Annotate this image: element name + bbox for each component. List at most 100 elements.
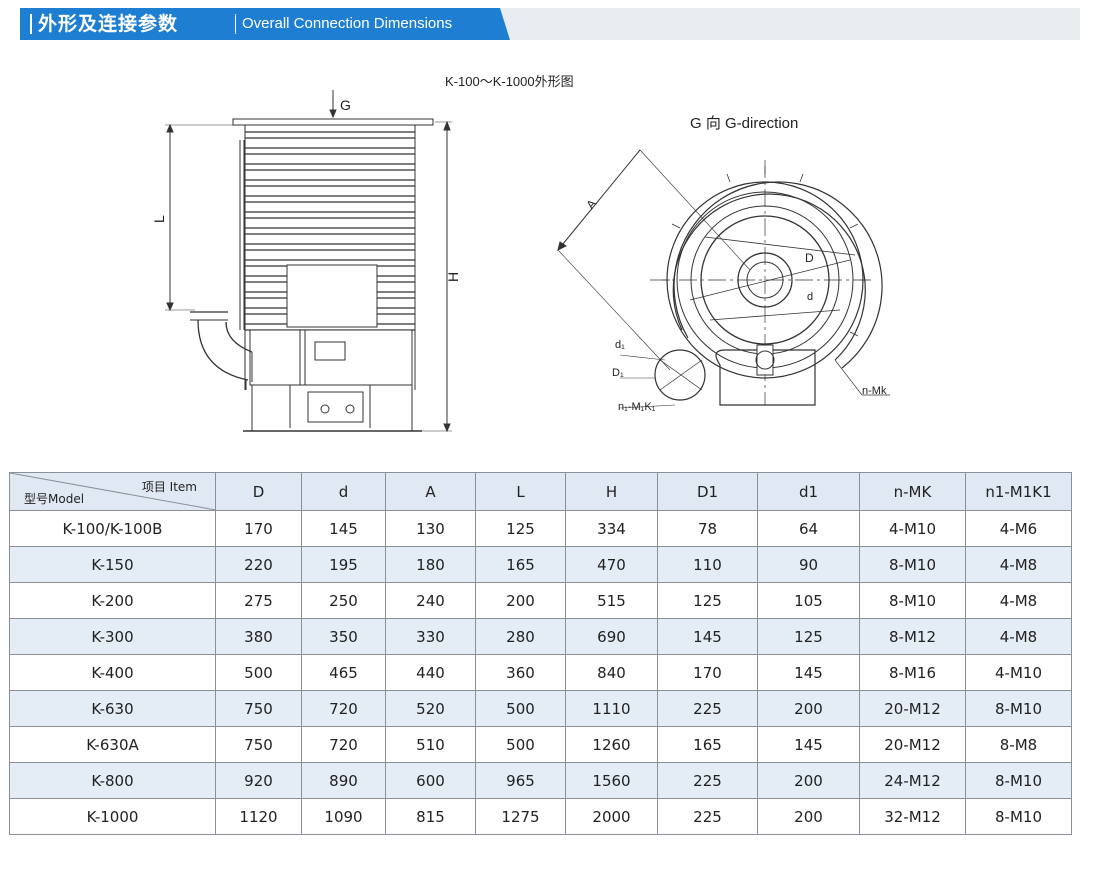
side-view-h-label: H — [445, 272, 461, 282]
table-cell: 200 — [475, 582, 566, 619]
corner-diagonal — [10, 473, 216, 510]
table-cell: 180 — [385, 546, 476, 583]
table-cell: 500 — [475, 726, 566, 763]
table-corner-cell: 项目 Item 型号Model — [9, 472, 216, 511]
table-cell: 600 — [385, 762, 476, 799]
column-header: D — [215, 472, 302, 511]
model-cell: K-300 — [9, 618, 216, 655]
column-header: H — [565, 472, 658, 511]
table-row: K-150 220 195 180 165 470 110 90 8-M10 4… — [9, 546, 1072, 583]
table-header-row: 项目 Item 型号Model D d A L H D1 d1 n-MK n1-… — [9, 472, 1072, 511]
table-cell: 500 — [475, 690, 566, 727]
table-cell: 145 — [657, 618, 758, 655]
side-view-l-label: L — [151, 215, 167, 223]
table-cell: 890 — [301, 762, 386, 799]
outline-drawing: K-100～K-1000外形图 — [150, 60, 950, 460]
side-view-g-label: G — [340, 97, 351, 113]
table-cell: 750 — [215, 726, 302, 763]
table-cell: 64 — [757, 510, 860, 547]
table-cell: 195 — [301, 546, 386, 583]
table-cell: 334 — [565, 510, 658, 547]
table-cell: 1090 — [301, 798, 386, 835]
table-cell: 225 — [657, 798, 758, 835]
table-cell: 200 — [757, 798, 860, 835]
table-cell: 20-M12 — [859, 726, 966, 763]
table-cell: 1260 — [565, 726, 658, 763]
table-cell: 750 — [215, 690, 302, 727]
model-cell: K-630A — [9, 726, 216, 763]
table-cell: 105 — [757, 582, 860, 619]
table-cell: 8-M16 — [859, 654, 966, 691]
table-row: K-1000 1120 1090 815 1275 2000 225 200 3… — [9, 798, 1072, 835]
table-cell: 440 — [385, 654, 476, 691]
table-cell: 145 — [757, 726, 860, 763]
table-cell: 125 — [475, 510, 566, 547]
table-cell: 24-M12 — [859, 762, 966, 799]
g-view-a-label: A — [583, 197, 599, 212]
table-row: K-630A 750 720 510 500 1260 165 145 20-M… — [9, 726, 1072, 763]
table-cell: 4-M6 — [965, 510, 1072, 547]
g-direction-view — [557, 149, 890, 409]
table-cell: 165 — [657, 726, 758, 763]
table-cell: 330 — [385, 618, 476, 655]
g-view-small-d-label: d — [807, 291, 813, 303]
model-cell: K-400 — [9, 654, 216, 691]
table-cell: 200 — [757, 690, 860, 727]
table-row: K-200 275 250 240 200 515 125 105 8-M10 … — [9, 582, 1072, 619]
table-cell: 170 — [215, 510, 302, 547]
table-cell: 240 — [385, 582, 476, 619]
table-cell: 8-M10 — [965, 762, 1072, 799]
table-cell: 920 — [215, 762, 302, 799]
dimension-table: 项目 Item 型号Model D d A L H D1 d1 n-MK n1-… — [9, 472, 1072, 835]
table-cell: 720 — [301, 726, 386, 763]
table-row: K-630 750 720 520 500 1110 225 200 20-M1… — [9, 690, 1072, 727]
table-cell: 4-M8 — [965, 618, 1072, 655]
table-cell: 4-M10 — [965, 654, 1072, 691]
table-cell: 250 — [301, 582, 386, 619]
table-cell: 225 — [657, 690, 758, 727]
header-divider — [235, 14, 236, 34]
column-header: d1 — [757, 472, 860, 511]
table-cell: 200 — [757, 762, 860, 799]
table-cell: 20-M12 — [859, 690, 966, 727]
table-cell: 275 — [215, 582, 302, 619]
table-cell: 510 — [385, 726, 476, 763]
table-cell: 8-M10 — [859, 582, 966, 619]
table-cell: 225 — [657, 762, 758, 799]
header-divider — [30, 14, 32, 34]
table-cell: 90 — [757, 546, 860, 583]
table-row: K-400 500 465 440 360 840 170 145 8-M16 … — [9, 654, 1072, 691]
model-cell: K-200 — [9, 582, 216, 619]
table-cell: 2000 — [565, 798, 658, 835]
table-body: K-100/K-100B 170 145 130 125 334 78 64 4… — [9, 510, 1072, 835]
table-cell: 8-M10 — [965, 798, 1072, 835]
column-header: D1 — [657, 472, 758, 511]
header-title-en: Overall Connection Dimensions — [242, 15, 453, 32]
header-title-zh: 外形及连接参数 — [38, 13, 179, 35]
column-header: n-MK — [859, 472, 966, 511]
table-cell: 145 — [301, 510, 386, 547]
table-cell: 220 — [215, 546, 302, 583]
table-cell: 465 — [301, 654, 386, 691]
table-cell: 350 — [301, 618, 386, 655]
table-cell: 720 — [301, 690, 386, 727]
g-view-nmk-label: n-Mk — [862, 385, 887, 397]
table-cell: 360 — [475, 654, 566, 691]
column-header: L — [475, 472, 566, 511]
side-view — [165, 90, 452, 433]
column-header: d — [301, 472, 386, 511]
model-cell: K-800 — [9, 762, 216, 799]
table-cell: 380 — [215, 618, 302, 655]
g-view-d1-label: d₁ — [615, 339, 625, 351]
table-cell: 815 — [385, 798, 476, 835]
table-cell: 4-M8 — [965, 546, 1072, 583]
table-cell: 1110 — [565, 690, 658, 727]
corner-item-label: 项目 Item — [141, 480, 197, 494]
column-header: n1-M1K1 — [965, 472, 1072, 511]
table-cell: 840 — [565, 654, 658, 691]
table-cell: 4-M8 — [965, 582, 1072, 619]
table-row: K-800 920 890 600 965 1560 225 200 24-M1… — [9, 762, 1072, 799]
table-cell: 4-M10 — [859, 510, 966, 547]
table-cell: 500 — [215, 654, 302, 691]
table-cell: 1275 — [475, 798, 566, 835]
